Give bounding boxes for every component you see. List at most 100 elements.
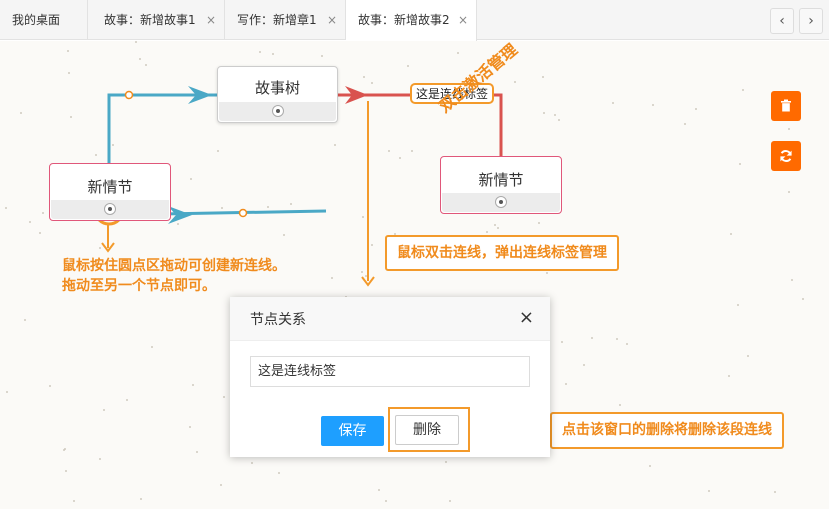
paper-speck bbox=[70, 116, 72, 118]
tab-next-button[interactable]: › bbox=[799, 8, 823, 34]
delete-highlight bbox=[388, 407, 470, 452]
link-label[interactable]: 这是连线标签 bbox=[410, 83, 495, 104]
node-connector-area[interactable] bbox=[51, 200, 169, 219]
paper-speck bbox=[774, 491, 776, 493]
link-handle[interactable] bbox=[238, 208, 248, 218]
paper-speck bbox=[177, 223, 179, 225]
connector-dot-icon[interactable] bbox=[271, 105, 284, 117]
tab-story-2[interactable]: 故事：新增故事2 × bbox=[346, 0, 477, 41]
refresh-icon bbox=[780, 150, 792, 162]
tab-desktop[interactable]: 我的桌面 bbox=[0, 0, 88, 40]
node-plot-right[interactable]: 新情节 bbox=[440, 156, 562, 214]
tab-close-icon[interactable]: × bbox=[205, 13, 216, 27]
paper-speck bbox=[365, 275, 367, 277]
paper-speck bbox=[739, 163, 741, 165]
paper-speck bbox=[486, 231, 488, 233]
tab-writing-1[interactable]: 写作：新增章1 × bbox=[225, 0, 346, 40]
node-relation-dialog: 节点关系 × 这是连线标签 保存 删除 bbox=[230, 297, 550, 457]
paper-speck bbox=[619, 404, 621, 406]
link-arrow bbox=[188, 86, 212, 104]
link-handle[interactable] bbox=[124, 90, 134, 100]
dialog-header: 节点关系 × bbox=[230, 297, 550, 341]
close-icon[interactable]: × bbox=[518, 307, 534, 328]
paper-speck bbox=[99, 458, 101, 460]
tab-close-icon[interactable]: × bbox=[457, 13, 468, 27]
tab-label: 我的桌面 bbox=[12, 13, 61, 27]
paper-speck bbox=[65, 470, 67, 472]
node-connector-area[interactable] bbox=[219, 102, 336, 121]
paper-speck bbox=[112, 144, 114, 146]
link-arrow bbox=[168, 206, 192, 224]
paper-speck bbox=[73, 500, 75, 502]
link-label-input[interactable]: 这是连线标签 bbox=[250, 356, 530, 387]
paper-speck bbox=[272, 53, 274, 55]
paper-speck bbox=[362, 216, 364, 218]
paper-speck bbox=[361, 271, 363, 273]
connector-dot-icon[interactable] bbox=[104, 203, 116, 215]
save-button[interactable]: 保存 bbox=[321, 416, 384, 446]
paper-speck bbox=[728, 375, 730, 377]
pointer-arrow-head bbox=[101, 242, 115, 253]
paper-speck bbox=[554, 114, 556, 116]
paper-speck bbox=[388, 150, 390, 152]
tab-prev-button[interactable]: ‹ bbox=[770, 8, 794, 34]
paper-speck bbox=[399, 157, 401, 159]
paper-speck bbox=[684, 123, 686, 125]
paper-speck bbox=[626, 343, 628, 345]
pointer-arrow-head bbox=[361, 276, 375, 287]
paper-speck bbox=[583, 364, 585, 366]
paper-speck bbox=[747, 355, 749, 357]
paper-speck bbox=[737, 304, 739, 306]
delete-button[interactable] bbox=[771, 91, 801, 121]
paper-speck bbox=[411, 150, 413, 152]
node-connector-area[interactable] bbox=[442, 193, 560, 212]
paper-speck bbox=[189, 426, 191, 428]
paper-speck bbox=[220, 484, 222, 486]
link-tree-to-plot-right[interactable] bbox=[338, 93, 503, 156]
paper-speck bbox=[378, 489, 380, 491]
paper-speck bbox=[165, 285, 167, 287]
paper-speck bbox=[708, 490, 710, 492]
paper-speck bbox=[63, 449, 65, 451]
paper-speck bbox=[196, 451, 198, 453]
refresh-button[interactable] bbox=[771, 141, 801, 171]
node-title: 新情节 bbox=[478, 171, 524, 189]
node-plot-left[interactable]: 新情节 bbox=[49, 163, 171, 221]
dblclick-line-hint: 鼠标双击连线，弹出连线标签管理 bbox=[385, 235, 619, 271]
delete-hint: 点击该窗口的删除将删除该段连线 bbox=[550, 412, 784, 449]
paper-speck bbox=[42, 212, 44, 214]
paper-speck bbox=[20, 112, 22, 114]
paper-speck bbox=[68, 72, 70, 74]
paper-speck bbox=[64, 448, 66, 450]
drag-hint-annotation: 鼠标按住圆点区拖动可创建新连线。 拖动至另一个节点即可。 bbox=[62, 256, 286, 296]
paper-speck bbox=[278, 472, 280, 474]
drag-hint-line: 鼠标按住圆点区拖动可创建新连线。 bbox=[62, 258, 286, 274]
paper-speck bbox=[538, 222, 540, 224]
paper-speck bbox=[103, 409, 105, 411]
tab-label: 故事：新增故事1 bbox=[104, 13, 196, 27]
paper-speck bbox=[95, 154, 97, 156]
link-tree-to-plot[interactable] bbox=[107, 93, 218, 164]
paper-speck bbox=[190, 178, 192, 180]
connector-dot-icon[interactable] bbox=[495, 196, 507, 208]
node-story-tree[interactable]: 故事树 bbox=[217, 66, 338, 123]
paper-speck bbox=[151, 346, 153, 348]
tab-close-icon[interactable]: × bbox=[326, 13, 337, 27]
paper-speck bbox=[543, 112, 545, 114]
paper-speck bbox=[457, 52, 459, 54]
paper-speck bbox=[730, 233, 732, 235]
dialog-title: 节点关系 bbox=[250, 312, 306, 328]
story-canvas[interactable]: 故事树 新情节 新情节 这是连线标签 双击激活管理 鼠标按住圆点区拖动可创建新连… bbox=[0, 40, 829, 509]
paper-speck bbox=[407, 65, 409, 67]
paper-speck bbox=[5, 207, 7, 209]
paper-speck bbox=[321, 55, 323, 57]
paper-speck bbox=[99, 247, 101, 249]
paper-speck bbox=[565, 383, 567, 385]
paper-speck bbox=[558, 119, 560, 121]
delete-link-button[interactable]: 删除 bbox=[395, 415, 459, 445]
paper-speck bbox=[217, 150, 219, 152]
trash-icon bbox=[781, 99, 791, 112]
paper-speck bbox=[363, 76, 365, 78]
tab-story-1[interactable]: 故事：新增故事1 × bbox=[88, 0, 225, 40]
paper-speck bbox=[494, 224, 496, 226]
